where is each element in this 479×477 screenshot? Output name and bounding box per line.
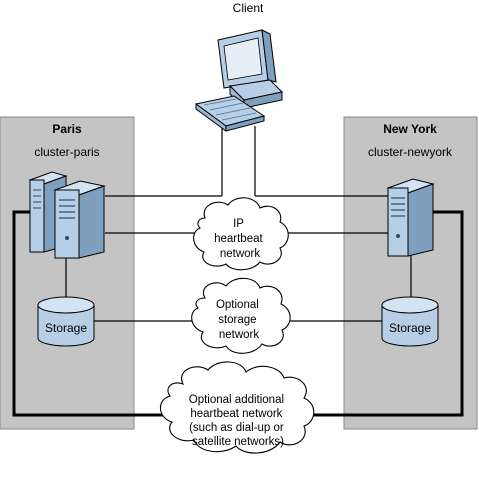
site-name-newyork: New York bbox=[383, 122, 437, 136]
optional-heartbeat-cloud bbox=[159, 361, 315, 454]
storage-network-label: Optional storage network bbox=[216, 299, 262, 341]
ip-network-label: IP heartbeat network bbox=[214, 218, 266, 260]
network-links bbox=[65, 126, 412, 322]
site-name-paris: Paris bbox=[52, 122, 82, 136]
optional-heartbeat-link bbox=[12, 210, 464, 417]
cluster-name-paris: cluster-paris bbox=[34, 145, 99, 159]
server-icon-newyork bbox=[386, 178, 435, 257]
client-computer-icon bbox=[194, 29, 284, 132]
site-panel-paris bbox=[0, 116, 135, 430]
optional-storage-cloud bbox=[191, 277, 291, 354]
storage-label-paris: Storage bbox=[45, 321, 87, 335]
server-icon-paris-2 bbox=[53, 180, 106, 259]
storage-icon-newyork bbox=[381, 296, 439, 347]
client-label: Client bbox=[233, 1, 264, 15]
storage-label-newyork: Storage bbox=[389, 321, 431, 335]
ip-heartbeat-cloud bbox=[193, 197, 289, 271]
cluster-name-newyork: cluster-newyork bbox=[368, 145, 453, 159]
storage-icon-paris bbox=[37, 296, 95, 347]
optional-heartbeat-label: Optional additional heartbeat network (s… bbox=[189, 394, 287, 448]
